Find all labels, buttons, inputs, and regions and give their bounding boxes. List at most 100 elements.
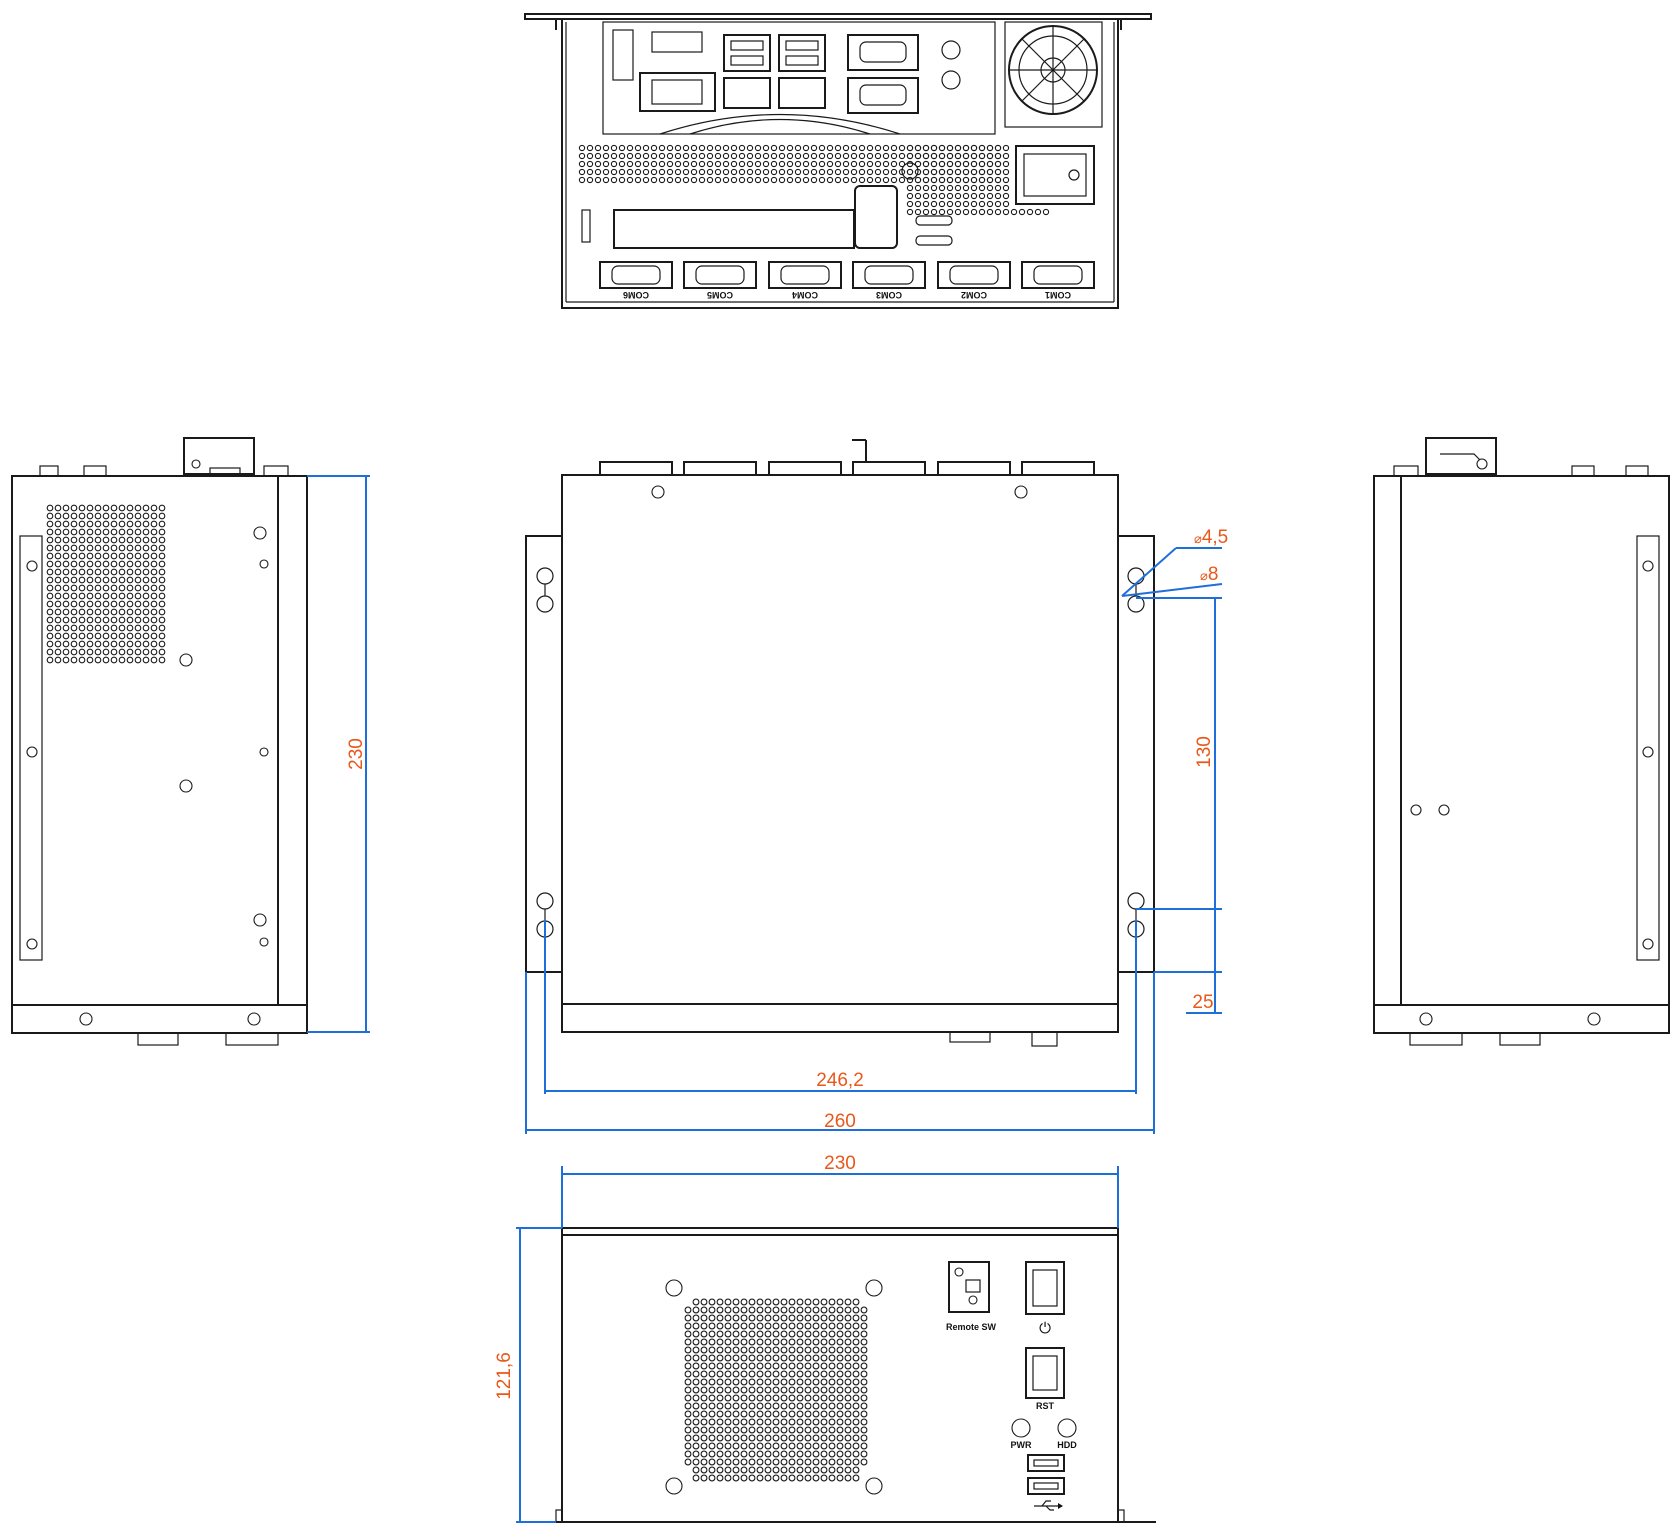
vent-hole — [962, 208, 970, 216]
vent-hole — [754, 160, 762, 168]
vent-hole — [860, 1346, 868, 1354]
vent-hole — [812, 1434, 820, 1442]
vent-hole — [626, 152, 634, 160]
vent-hole — [860, 1378, 868, 1386]
vent-hole — [46, 544, 54, 552]
vent-hole — [134, 568, 142, 576]
vent-hole — [922, 160, 930, 168]
vent-hole — [692, 1466, 700, 1474]
vent-hole — [860, 1330, 868, 1338]
vent-hole — [1026, 208, 1034, 216]
vent-hole — [46, 600, 54, 608]
vent-hole — [700, 1370, 708, 1378]
vent-hole — [684, 1410, 692, 1418]
vent-hole — [890, 152, 898, 160]
vent-hole — [158, 616, 166, 624]
vent-hole — [874, 144, 882, 152]
vent-hole — [716, 1370, 724, 1378]
vent-hole — [986, 160, 994, 168]
vent-hole — [158, 640, 166, 648]
vent-hole — [86, 632, 94, 640]
vent-hole — [740, 1458, 748, 1466]
vent-hole — [778, 152, 786, 160]
vent-hole — [978, 152, 986, 160]
vent-hole — [150, 544, 158, 552]
rear-vent-holes — [578, 144, 1050, 216]
usb-port-upper[interactable] — [1027, 1454, 1065, 1472]
vent-hole — [764, 1322, 772, 1330]
hdd-label: HDD — [1057, 1440, 1077, 1450]
power-switch[interactable] — [1025, 1261, 1065, 1315]
vent-hole — [778, 160, 786, 168]
vent-hole — [930, 208, 938, 216]
vent-hole — [978, 144, 986, 152]
vent-hole — [642, 160, 650, 168]
vent-hole — [78, 640, 86, 648]
vent-hole — [770, 176, 778, 184]
vent-hole — [134, 632, 142, 640]
dim-121-6: 121,6 — [494, 1227, 562, 1523]
vent-hole — [70, 592, 78, 600]
vent-hole — [70, 624, 78, 632]
vent-hole — [86, 584, 94, 592]
vent-hole — [86, 608, 94, 616]
vent-hole — [836, 1338, 844, 1346]
vent-hole — [594, 160, 602, 168]
vent-hole — [860, 1314, 868, 1322]
vent-hole — [820, 1354, 828, 1362]
vent-hole — [796, 1410, 804, 1418]
vent-hole — [158, 600, 166, 608]
vent-hole — [930, 144, 938, 152]
vent-hole — [850, 176, 858, 184]
vent-hole — [54, 528, 62, 536]
vent-hole — [804, 1426, 812, 1434]
vent-hole — [724, 1474, 732, 1482]
vent-hole — [930, 176, 938, 184]
vent-hole — [94, 584, 102, 592]
top-com-connector — [852, 461, 926, 476]
vent-hole — [986, 200, 994, 208]
vent-hole — [700, 1338, 708, 1346]
vent-hole — [102, 528, 110, 536]
top-com-connector — [937, 461, 1011, 476]
vent-hole — [732, 1410, 740, 1418]
vent-hole — [844, 1338, 852, 1346]
vent-hole — [828, 1410, 836, 1418]
vent-hole — [898, 144, 906, 152]
vent-hole — [804, 1354, 812, 1362]
vent-hole — [844, 1362, 852, 1370]
vent-hole — [786, 152, 794, 160]
vent-hole — [828, 1322, 836, 1330]
vent-hole — [716, 1434, 724, 1442]
vent-hole — [762, 160, 770, 168]
usb-port-lower[interactable] — [1027, 1477, 1065, 1495]
vent-hole — [700, 1418, 708, 1426]
vent-hole — [906, 184, 914, 192]
vent-hole — [780, 1314, 788, 1322]
vent-hole — [748, 1434, 756, 1442]
vent-hole — [780, 1434, 788, 1442]
vent-hole — [708, 1330, 716, 1338]
vent-hole — [844, 1370, 852, 1378]
vent-hole — [650, 168, 658, 176]
vent-hole — [118, 576, 126, 584]
vent-hole — [860, 1418, 868, 1426]
vent-hole — [78, 616, 86, 624]
vent-hole — [756, 1394, 764, 1402]
vent-hole — [818, 176, 826, 184]
vent-hole — [978, 208, 986, 216]
vent-hole — [62, 520, 70, 528]
vent-hole — [978, 192, 986, 200]
vent-hole — [740, 1418, 748, 1426]
vent-hole — [748, 1466, 756, 1474]
vent-hole — [772, 1322, 780, 1330]
vent-hole — [740, 1466, 748, 1474]
vent-hole — [788, 1362, 796, 1370]
vent-hole — [110, 584, 118, 592]
vent-hole — [126, 632, 134, 640]
vent-hole — [740, 1354, 748, 1362]
vent-hole — [820, 1466, 828, 1474]
vent-hole — [852, 1322, 860, 1330]
vent-hole — [158, 656, 166, 664]
vent-hole — [54, 560, 62, 568]
